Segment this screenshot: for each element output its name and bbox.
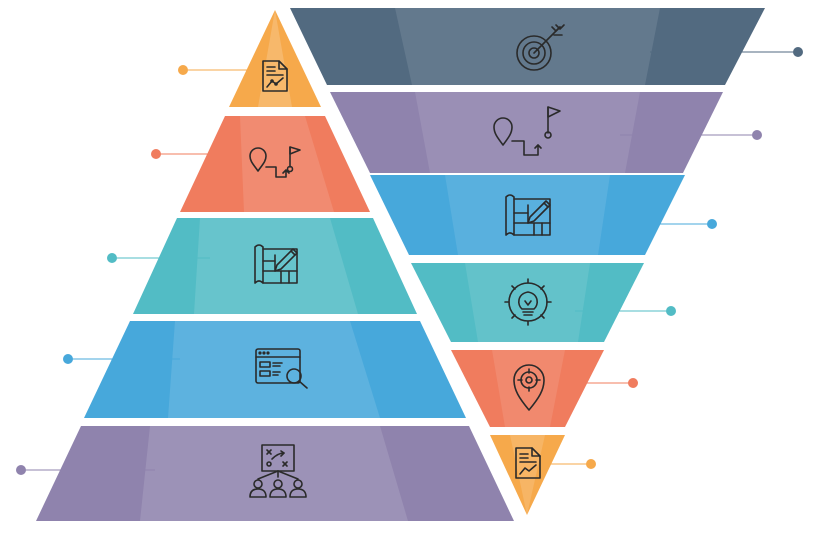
left-layer-2-marker bbox=[151, 149, 161, 159]
left-layer-1-shape bbox=[229, 10, 321, 107]
right-layer-1-highlight bbox=[395, 8, 660, 85]
left-layer-1 bbox=[178, 10, 321, 107]
right-layer-1-marker bbox=[793, 47, 803, 57]
gear-lightbulb-icon bbox=[504, 278, 552, 326]
route-flag-icon bbox=[493, 106, 561, 156]
right-layer-5 bbox=[451, 350, 638, 427]
left-layer-3-marker bbox=[107, 253, 117, 263]
left-layer-4 bbox=[63, 321, 466, 418]
left-layer-5-highlight bbox=[140, 426, 408, 521]
left-layer-2-highlight bbox=[240, 116, 334, 212]
right-layer-2-shape bbox=[330, 92, 723, 173]
blueprint-pencil-icon bbox=[505, 194, 551, 236]
right-layer-4-highlight bbox=[465, 263, 590, 342]
strategy-team-icon bbox=[249, 444, 307, 498]
left-layer-1-highlight bbox=[258, 10, 292, 107]
right-layer-2-marker bbox=[752, 130, 762, 140]
web-search-icon bbox=[255, 348, 308, 389]
right-layer-1-shape bbox=[290, 8, 765, 85]
location-target-icon bbox=[513, 364, 545, 411]
target-arrow-icon bbox=[516, 24, 565, 71]
right-layer-6-shape bbox=[490, 435, 565, 515]
left-layer-3 bbox=[107, 218, 417, 314]
left-layer-4-marker bbox=[63, 354, 73, 364]
right-layer-2-highlight bbox=[415, 92, 640, 173]
right-layer-6 bbox=[490, 435, 596, 515]
left-layer-5-marker bbox=[16, 465, 26, 475]
right-layer-5-marker bbox=[628, 378, 638, 388]
route-flag-icon bbox=[249, 146, 301, 178]
right-layer-6-marker bbox=[586, 459, 596, 469]
right-layer-3-marker bbox=[707, 219, 717, 229]
report-chart-icon bbox=[262, 60, 288, 92]
left-layer-4-highlight bbox=[168, 321, 380, 418]
left-layer-1-marker bbox=[178, 65, 188, 75]
blueprint-pencil-icon bbox=[254, 244, 298, 284]
right-pyramid bbox=[290, 8, 803, 515]
left-layer-5-shape bbox=[36, 426, 514, 521]
right-layer-3 bbox=[370, 175, 717, 255]
left-layer-4-shape bbox=[84, 321, 466, 418]
left-layer-5 bbox=[16, 426, 514, 521]
right-layer-2 bbox=[330, 92, 762, 173]
right-layer-1 bbox=[290, 8, 803, 85]
right-layer-4 bbox=[411, 263, 676, 342]
report-chart-icon bbox=[515, 447, 541, 479]
left-pyramid bbox=[16, 10, 514, 521]
right-layer-4-marker bbox=[666, 306, 676, 316]
left-layer-2-shape bbox=[180, 116, 370, 212]
left-layer-2 bbox=[151, 116, 370, 212]
right-layer-6-highlight bbox=[510, 435, 545, 515]
right-layer-4-shape bbox=[411, 263, 644, 342]
